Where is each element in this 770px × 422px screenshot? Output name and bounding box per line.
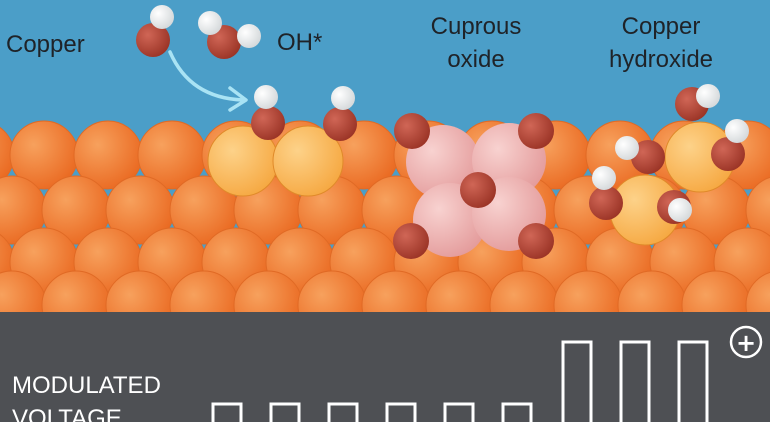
adsorption-arrow <box>168 50 248 112</box>
oxygen-atom <box>518 223 554 259</box>
copper-hydroxide-label-line1: Copper <box>622 13 701 40</box>
oxygen-atom <box>393 223 429 259</box>
low-voltage-pulse <box>443 402 475 422</box>
cuprous-oxide-cluster <box>393 113 554 259</box>
low-voltage-pulse <box>327 402 359 422</box>
cuprous-oxide-label-line1: Cuprous <box>431 13 522 40</box>
low-voltage-pulse <box>385 402 417 422</box>
oxygen-atom <box>518 113 554 149</box>
voltage-panel <box>0 312 770 422</box>
oxygen-atom <box>394 113 430 149</box>
modulated-voltage-label-line1: MODULATED <box>12 372 161 399</box>
low-voltage-pulse <box>211 402 243 422</box>
plus-label: + <box>736 329 756 357</box>
free-oh <box>136 5 261 59</box>
low-voltage-pulse <box>269 402 301 422</box>
positive-terminal-icon: + <box>729 325 763 359</box>
cuprous-oxide-label-line2: oxide <box>447 46 504 73</box>
oh-label: OH* <box>277 29 322 56</box>
copper-hydroxide-label-line2: hydroxide <box>609 46 713 73</box>
low-voltage-pulse <box>501 402 533 422</box>
copper-label: Copper <box>6 31 85 58</box>
high-voltage-pulse <box>619 340 651 422</box>
modulated-voltage-label-line2: VOLTAGE <box>12 405 122 422</box>
high-voltage-pulse <box>561 340 593 422</box>
adsorbed-oh <box>251 85 357 141</box>
high-voltage-pulse <box>677 340 709 422</box>
oxygen-atom <box>460 172 496 208</box>
hydroxide-groups <box>589 84 749 224</box>
voltage-pulses <box>211 340 709 422</box>
oh-adsorption-site <box>207 125 344 197</box>
copper-atom <box>745 176 770 244</box>
